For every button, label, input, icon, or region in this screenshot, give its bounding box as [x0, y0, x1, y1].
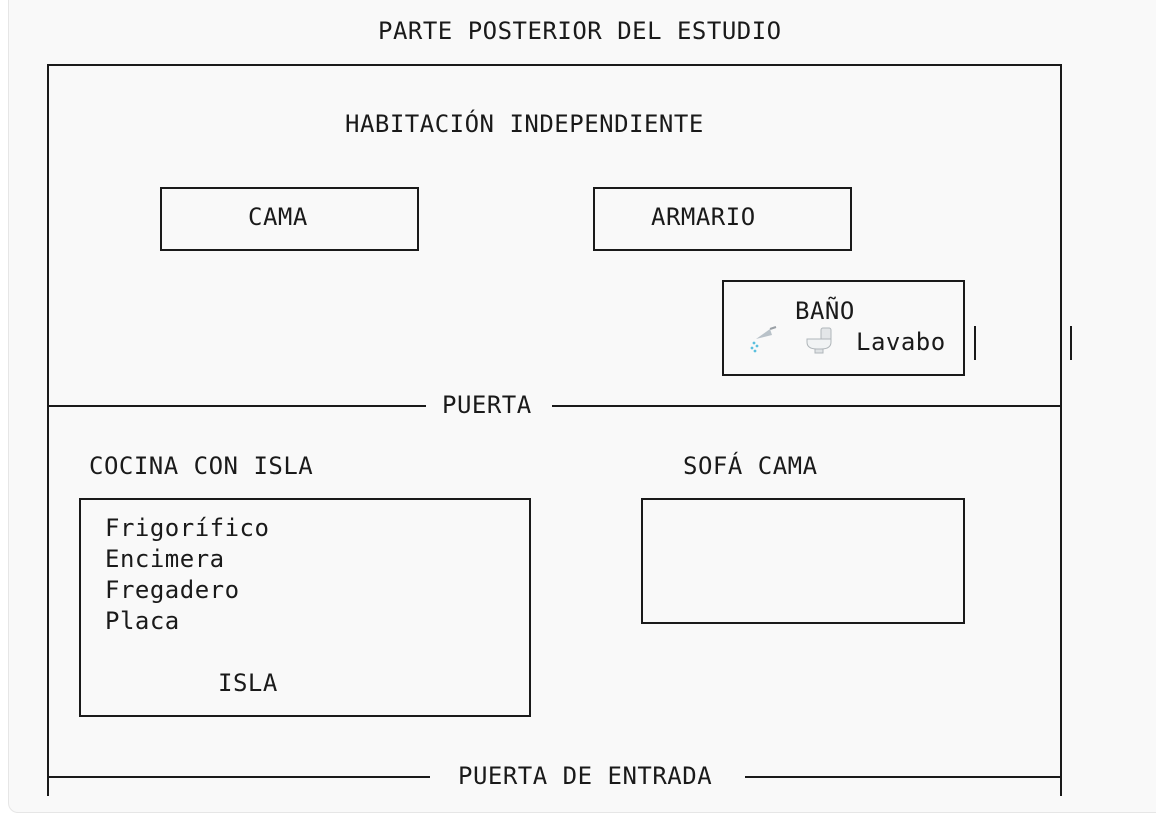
divider-right: [552, 405, 1062, 407]
bathroom-box: [722, 280, 965, 376]
kitchen-item: Fregadero: [105, 576, 240, 604]
entrance-door-label: PUERTA DE ENTRADA: [458, 762, 713, 790]
entrance-wall-right: [745, 776, 1062, 778]
entrance-wall-left: [48, 776, 430, 778]
floorplan-title: PARTE POSTERIOR DEL ESTUDIO: [378, 17, 782, 45]
wardrobe-label: ARMARIO: [651, 203, 756, 231]
right-wall-mark: [1070, 326, 1072, 360]
inner-door-label: PUERTA: [442, 391, 532, 419]
right-wall: [1060, 64, 1062, 796]
bathroom-wall-mark: [974, 326, 976, 360]
kitchen-item: Encimera: [105, 545, 225, 573]
wardrobe-box: [593, 187, 852, 251]
bed-box: [160, 187, 419, 251]
sofa-bed-label: SOFÁ CAMA: [683, 452, 818, 480]
shower-icon: [750, 326, 777, 353]
left-wall: [47, 64, 49, 796]
kitchen-item: Frigorífico: [105, 514, 270, 542]
top-wall: [48, 64, 1062, 66]
kitchen-box: [79, 498, 531, 717]
bathroom-label: BAÑO: [795, 297, 855, 325]
sink-label: Lavabo: [856, 328, 946, 356]
island-label: ISLA: [218, 669, 278, 697]
divider-left: [48, 405, 426, 407]
kitchen-label: COCINA CON ISLA: [89, 452, 314, 480]
bedroom-label: HABITACIÓN INDEPENDIENTE: [345, 110, 704, 138]
sofa-bed-box: [641, 498, 965, 624]
kitchen-item: Placa: [105, 607, 180, 635]
toilet-icon: [806, 327, 832, 354]
bed-label: CAMA: [248, 203, 308, 231]
